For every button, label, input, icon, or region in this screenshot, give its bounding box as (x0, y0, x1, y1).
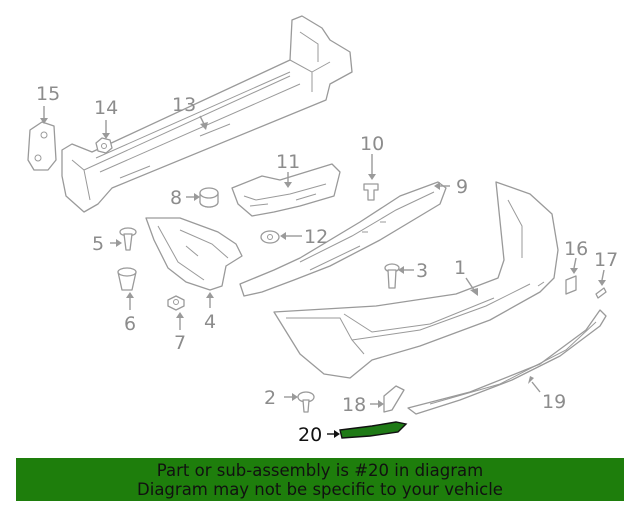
part-10-clip (363, 183, 379, 201)
callout-18: 18 (342, 394, 366, 416)
part-14-nut (95, 137, 113, 154)
callout-labels: 15 14 13 8 11 12 10 9 5 6 7 4 3 1 16 17 … (36, 83, 618, 446)
part-1-bumper-cover (273, 181, 559, 379)
callout-14: 14 (94, 97, 118, 119)
banner-line-2: Diagram may not be specific to your vehi… (137, 479, 503, 499)
part-19-diffuser (407, 309, 607, 415)
part-18-small-bracket (383, 385, 405, 413)
callout-9: 9 (456, 176, 468, 198)
part-2-push-clip (297, 391, 315, 413)
callout-1: 1 (454, 257, 466, 279)
banner-line-1: Part or sub-assembly is #20 in diagram (156, 460, 484, 480)
callout-4: 4 (204, 311, 216, 333)
callout-6: 6 (124, 313, 136, 335)
callout-5: 5 (92, 233, 104, 255)
callout-10: 10 (360, 133, 384, 155)
info-banner: Part or sub-assembly is #20 in diagram D… (16, 458, 624, 501)
part-7-nut (167, 295, 185, 311)
part-8-bumper-stop (199, 187, 219, 208)
part-16-reflector (565, 275, 577, 295)
part-11-side-bracket (231, 163, 341, 217)
part-4-side-bracket (145, 217, 243, 291)
callout-20: 20 (298, 424, 322, 446)
callout-12: 12 (304, 226, 328, 248)
part-5-screw (119, 227, 137, 251)
callout-13: 13 (172, 94, 196, 116)
part-15-plate (27, 121, 57, 171)
callout-7: 7 (174, 332, 186, 354)
callout-17: 17 (594, 249, 618, 271)
callout-2: 2 (264, 387, 276, 409)
callout-16: 16 (564, 238, 588, 260)
part-9-mounting-rail (239, 181, 447, 297)
part-12-clip (260, 230, 280, 244)
part-13-reinforcement-beam (61, 15, 353, 213)
part-3-bolt (384, 263, 400, 289)
callout-8: 8 (170, 187, 182, 209)
callout-leaders (40, 106, 606, 438)
part-20-trim-strip-highlighted (339, 421, 408, 439)
callout-15: 15 (36, 83, 60, 105)
callout-19: 19 (542, 391, 566, 413)
part-6-nut (117, 267, 137, 291)
callout-3: 3 (416, 260, 428, 282)
callout-11: 11 (276, 151, 300, 173)
part-17-trim (595, 287, 607, 299)
